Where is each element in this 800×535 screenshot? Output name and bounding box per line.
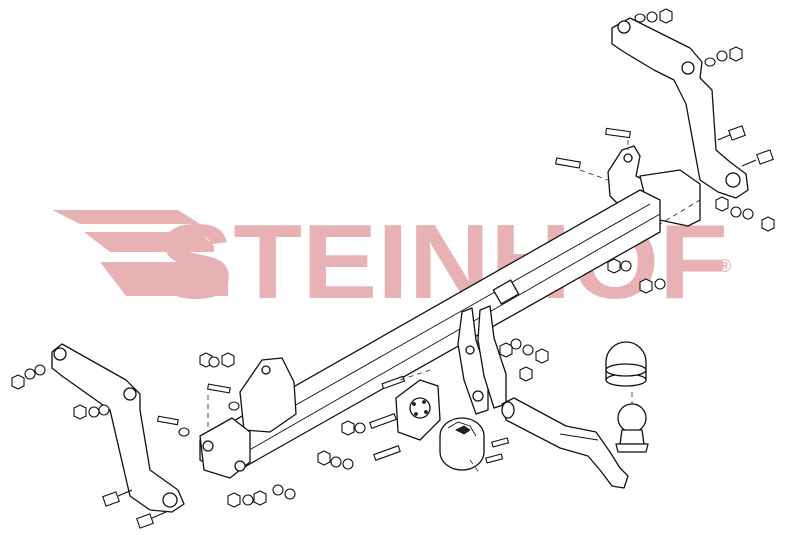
left-mount-plate (199, 357, 297, 479)
tow-ball (615, 392, 649, 453)
right-bracket-hardware (634, 8, 774, 167)
socket-mounting-plate (395, 379, 441, 441)
electrical-socket (439, 417, 510, 475)
left-bracket-hardware (11, 364, 190, 529)
right-beam-hardware (607, 196, 775, 294)
center-hardware (369, 338, 549, 461)
tow-neck (501, 397, 629, 489)
watermark-registered-mark: ® (718, 256, 731, 276)
left-side-bracket (51, 343, 185, 513)
tow-ball-cap (605, 341, 647, 387)
steinhof-swoosh-icon (52, 210, 228, 296)
center-hanger-brackets (457, 305, 507, 415)
left-beam-hardware (199, 352, 366, 508)
right-side-bracket (611, 17, 749, 199)
